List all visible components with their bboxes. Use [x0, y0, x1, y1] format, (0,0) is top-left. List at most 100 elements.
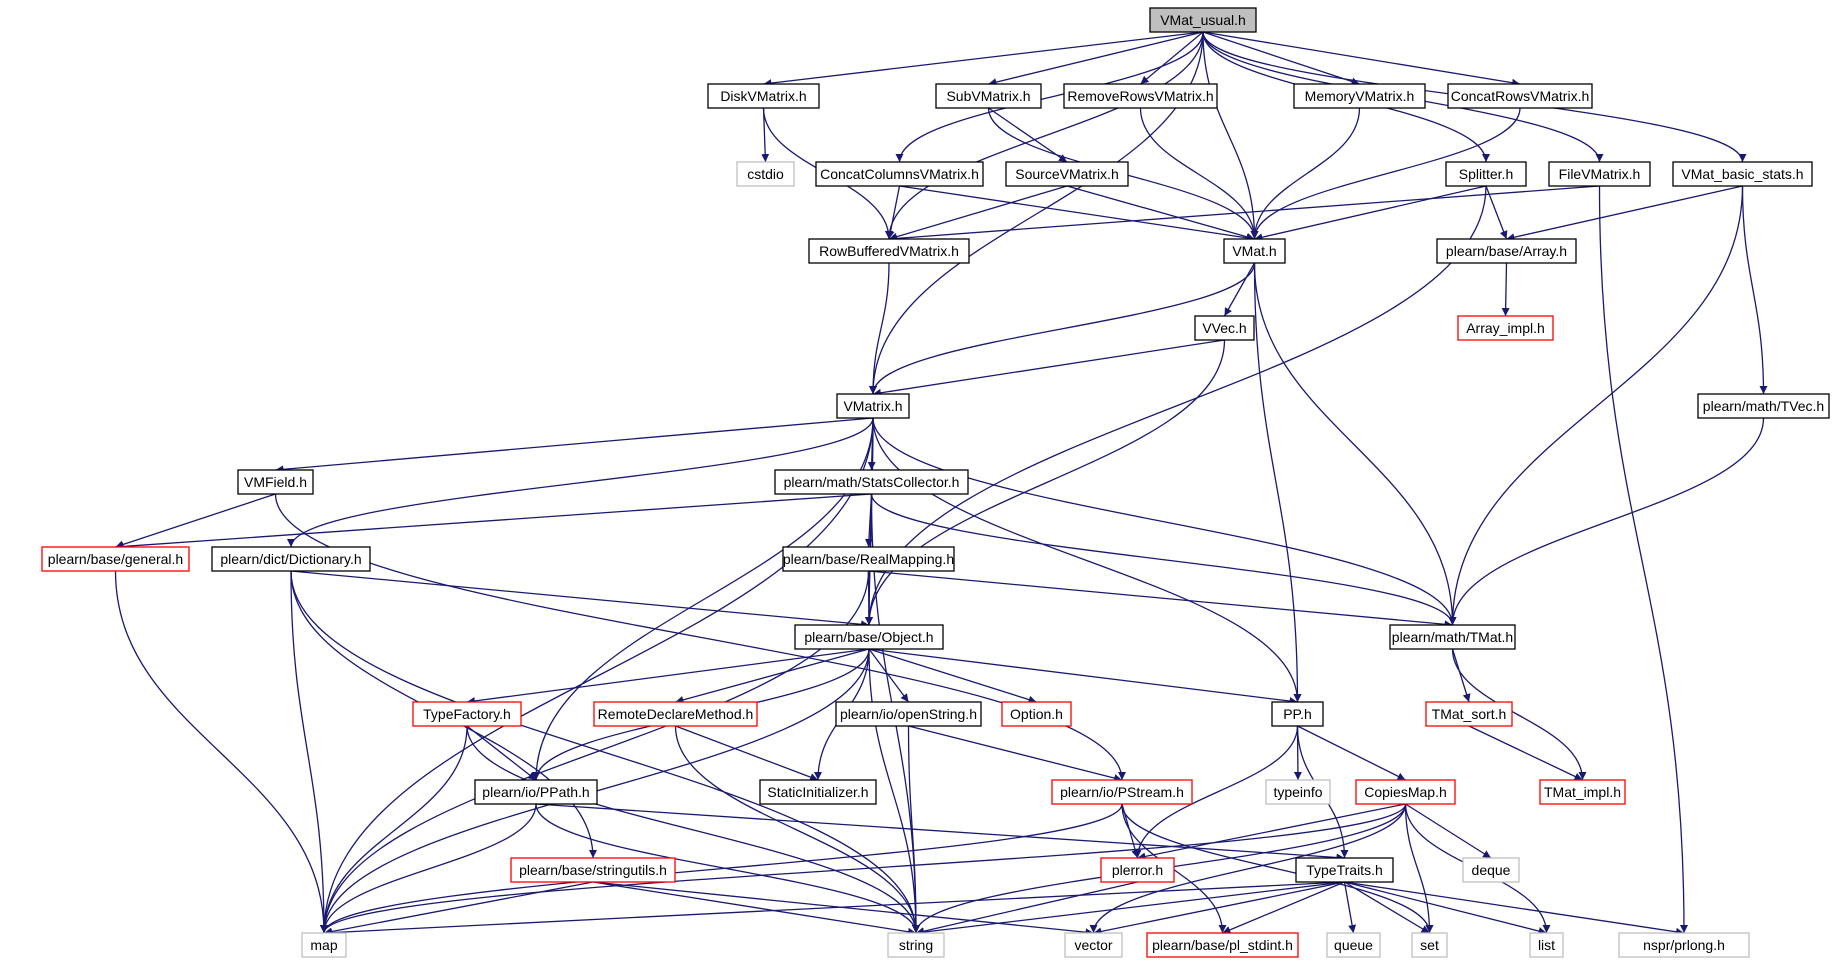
node-box-VMat_h [1223, 238, 1286, 264]
node-Array_h[interactable]: plearn/base/Array.h [1436, 238, 1577, 264]
node-VMat_basic_stats_h[interactable]: VMat_basic_stats.h [1672, 161, 1813, 187]
node-box-TypeTraits_h [1295, 857, 1394, 883]
node-label-typeinfo: typeinfo [1273, 784, 1322, 800]
node-label-Array_h: plearn/base/Array.h [1446, 243, 1567, 259]
edge-VMat_usual_h-to-MemoryVMatrix_h [1202, 31, 1360, 86]
edge-VMat_usual_h-to-SubVMatrix_h [988, 31, 1204, 87]
node-VVec_h[interactable]: VVec.h [1194, 315, 1255, 341]
node-SubVMatrix_h[interactable]: SubVMatrix.h [935, 83, 1042, 109]
node-box-StaticInitializer_h [759, 779, 877, 805]
node-VMat_usual_h[interactable]: VMat_usual.h [1149, 7, 1257, 33]
edge-VMatrix_h-to-Dictionary_h [287, 417, 874, 548]
node-StatsCollector_h[interactable]: plearn/math/StatsCollector.h [774, 469, 969, 495]
node-label-TVec_h: plearn/math/TVec.h [1703, 398, 1824, 414]
node-DiskVMatrix_h[interactable]: DiskVMatrix.h [707, 83, 820, 109]
node-RemoveRowsVMatrix_h[interactable]: RemoveRowsVMatrix.h [1063, 83, 1218, 109]
node-label-VMat_h: VMat.h [1232, 243, 1276, 259]
node-StaticInitializer_h[interactable]: StaticInitializer.h [759, 779, 877, 805]
edge-Object_h-to-PP_h [868, 648, 1298, 705]
node-PPath_h[interactable]: plearn/io/PPath.h [474, 779, 598, 805]
node-TMat_impl_h[interactable]: TMat_impl.h [1539, 779, 1626, 805]
node-MemoryVMatrix_h[interactable]: MemoryVMatrix.h [1293, 83, 1426, 109]
edge-TypeTraits_h-to-map [323, 881, 1345, 937]
node-Option_h[interactable]: Option.h [1001, 701, 1072, 727]
edge-DiskVMatrix_h-to-cstdio [761, 107, 770, 163]
node-label-Array_impl_h: Array_impl.h [1466, 320, 1545, 336]
node-label-TMat_h: plearn/math/TMat.h [1392, 629, 1513, 645]
node-TVec_h[interactable]: plearn/math/TVec.h [1697, 393, 1830, 419]
node-TMat_sort_h[interactable]: TMat_sort.h [1425, 701, 1513, 727]
edge-PP_h-to-plerror_h [1133, 725, 1299, 859]
node-box-deque [1462, 857, 1520, 883]
node-label-map: map [310, 937, 337, 953]
node-label-ConcatRowsVMatrix_h: ConcatRowsVMatrix.h [1451, 88, 1590, 104]
node-TMat_h[interactable]: plearn/math/TMat.h [1389, 624, 1516, 650]
edge-StatsCollector_h-to-TMat_h [870, 493, 1457, 626]
edge-SourceVMatrix_h-to-VMat_h [1066, 185, 1255, 241]
node-box-TVec_h [1697, 393, 1830, 419]
node-Array_impl_h[interactable]: Array_impl.h [1457, 315, 1554, 341]
node-openString_h[interactable]: plearn/io/openString.h [835, 701, 982, 727]
node-queue: queue [1326, 932, 1381, 958]
node-label-Object_h: plearn/base/Object.h [804, 629, 933, 645]
node-stringutils_h[interactable]: plearn/base/stringutils.h [510, 857, 676, 883]
node-VMatrix_h[interactable]: VMatrix.h [836, 393, 910, 419]
node-box-typeinfo [1265, 779, 1331, 805]
node-RowBufferedVMatrix_h[interactable]: RowBufferedVMatrix.h [808, 238, 970, 264]
node-label-DiskVMatrix_h: DiskVMatrix.h [720, 88, 806, 104]
node-box-prlong_h [1618, 932, 1750, 958]
node-label-VVec_h: VVec.h [1202, 320, 1246, 336]
edge-general_h-to-map [114, 570, 328, 934]
node-box-VMat_usual_h [1149, 7, 1257, 33]
edge-FileVMatrix_h-to-RowBufferedVMatrix_h [888, 185, 1600, 243]
node-label-VMat_basic_stats_h: VMat_basic_stats.h [1681, 166, 1803, 182]
node-Splitter_h[interactable]: Splitter.h [1445, 161, 1527, 187]
node-box-MemoryVMatrix_h [1293, 83, 1426, 109]
edge-Dictionary_h-to-map [290, 570, 328, 934]
node-label-PStream_h: plearn/io/PStream.h [1060, 784, 1184, 800]
node-label-Option_h: Option.h [1010, 706, 1063, 722]
node-CopiesMap_h[interactable]: CopiesMap.h [1355, 779, 1456, 805]
node-box-ConcatRowsVMatrix_h [1447, 83, 1593, 109]
edge-TypeTraits_h-to-prlong_h [1344, 881, 1685, 936]
node-PStream_h[interactable]: plearn/io/PStream.h [1051, 779, 1193, 805]
node-VMField_h[interactable]: VMField.h [237, 469, 314, 495]
node-label-string: string [899, 937, 933, 953]
node-Dictionary_h[interactable]: plearn/dict/Dictionary.h [211, 546, 371, 572]
node-RealMapping_h[interactable]: plearn/base/RealMapping.h [782, 546, 955, 572]
edge-plerror_h-to-string [915, 881, 1138, 936]
node-VMat_h[interactable]: VMat.h [1223, 238, 1286, 264]
node-general_h[interactable]: plearn/base/general.h [41, 546, 190, 572]
node-pl_stdint_h[interactable]: plearn/base/pl_stdint.h [1146, 932, 1299, 958]
node-box-RowBufferedVMatrix_h [808, 238, 970, 264]
node-ConcatRowsVMatrix_h[interactable]: ConcatRowsVMatrix.h [1447, 83, 1593, 109]
node-label-RowBufferedVMatrix_h: RowBufferedVMatrix.h [819, 243, 959, 259]
node-label-ConcatColumnsVMatrix_h: ConcatColumnsVMatrix.h [820, 166, 979, 182]
node-Object_h[interactable]: plearn/base/Object.h [794, 624, 944, 650]
edge-MemoryVMatrix_h-to-VMat_h [1250, 107, 1361, 240]
edge-VMat_h-to-VMatrix_h [869, 262, 1256, 395]
node-label-list: list [1538, 937, 1555, 953]
node-box-Object_h [794, 624, 944, 650]
node-label-TMat_sort_h: TMat_sort.h [1432, 706, 1507, 722]
edge-VMField_h-to-PStream_h [274, 493, 1126, 781]
node-ConcatColumnsVMatrix_h[interactable]: ConcatColumnsVMatrix.h [815, 161, 984, 187]
node-label-Splitter_h: Splitter.h [1459, 166, 1513, 182]
node-label-PPath_h: plearn/io/PPath.h [482, 784, 589, 800]
edge-CopiesMap_h-to-deque [1405, 803, 1492, 859]
edge-ConcatRowsVMatrix_h-to-VMat_h [1250, 107, 1521, 240]
node-SourceVMatrix_h[interactable]: SourceVMatrix.h [1005, 161, 1129, 187]
node-FileVMatrix_h[interactable]: FileVMatrix.h [1548, 161, 1651, 187]
node-TypeTraits_h[interactable]: TypeTraits.h [1295, 857, 1394, 883]
edge-Object_h-to-openString_h [868, 648, 910, 703]
node-plerror_h[interactable]: plerror.h [1100, 857, 1175, 883]
node-RemoteDeclareMethod_h[interactable]: RemoteDeclareMethod.h [593, 701, 758, 727]
edge-Splitter_h-to-VMat_h [1254, 185, 1487, 242]
node-PP_h[interactable]: PP.h [1271, 701, 1324, 727]
node-label-pl_stdint_h: plearn/base/pl_stdint.h [1152, 937, 1293, 953]
edge-SourceVMatrix_h-to-RowBufferedVMatrix_h [888, 185, 1068, 241]
node-label-prlong_h: nspr/prlong.h [1643, 937, 1725, 953]
edge-stringutils_h-to-map [323, 881, 594, 936]
node-TypeFactory_h[interactable]: TypeFactory.h [412, 701, 522, 727]
